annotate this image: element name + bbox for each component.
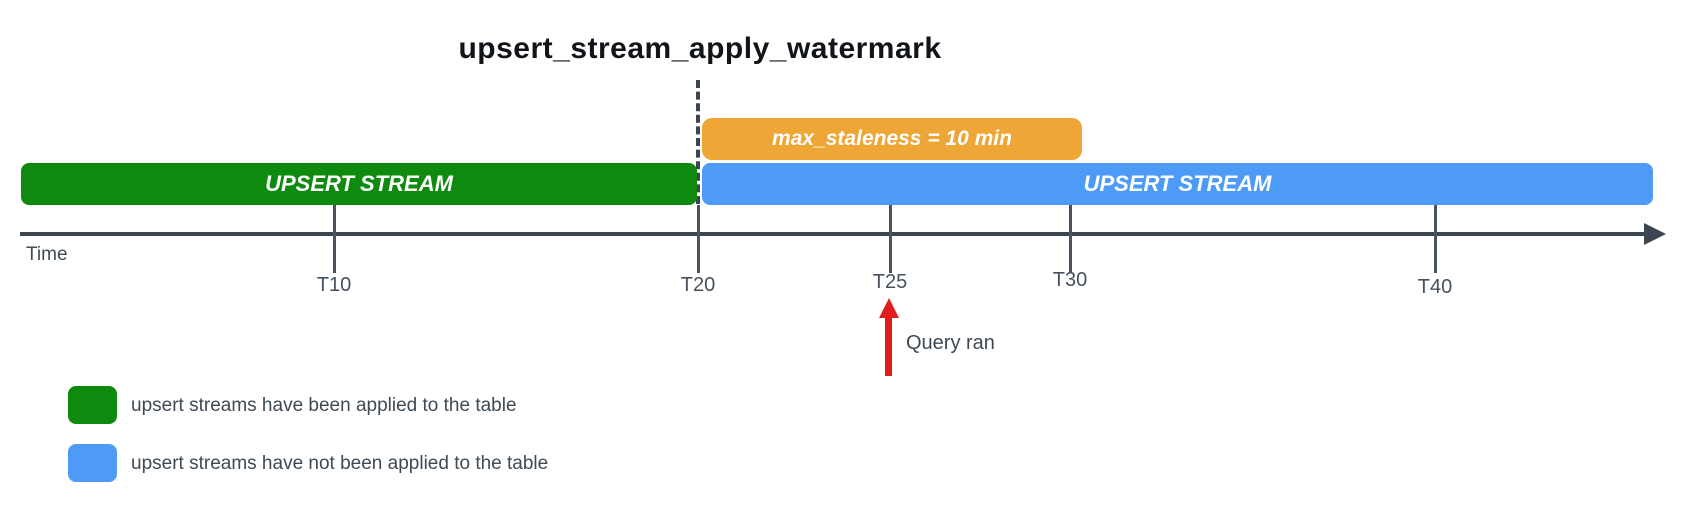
query-ran-arrow-icon: [879, 298, 899, 318]
watermark-dotted-line: [696, 80, 700, 204]
tick-mark-t25: [889, 205, 892, 273]
tick-mark-t30: [1069, 205, 1072, 273]
upsert-stream-not-applied-bar: UPSERT STREAM: [702, 163, 1653, 205]
legend-swatch-not-applied: [68, 444, 117, 482]
legend-label-not-applied: upsert streams have not been applied to …: [131, 453, 549, 474]
upsert-stream-applied-bar: UPSERT STREAM: [21, 163, 697, 205]
tick-label-t30: T30: [1052, 269, 1088, 291]
legend-swatch-applied: [68, 386, 117, 424]
diagram-title: upsert_stream_apply_watermark: [458, 32, 942, 65]
upsert-stream-not-applied-label: UPSERT STREAM: [1083, 171, 1272, 196]
max-staleness-label: max_staleness = 10 min: [772, 127, 1012, 150]
tick-label-t40: T40: [1417, 276, 1453, 298]
tick-mark-t20: [697, 205, 700, 273]
upsert-stream-applied-label: UPSERT STREAM: [265, 171, 453, 196]
time-axis-line: [20, 232, 1648, 236]
tick-label-t25: T25: [872, 271, 908, 293]
max-staleness-bar: max_staleness = 10 min: [702, 118, 1082, 160]
tick-label-t10: T10: [316, 274, 352, 296]
legend-label-applied: upsert streams have been applied to the …: [131, 395, 517, 416]
query-ran-label: Query ran: [906, 332, 995, 354]
tick-mark-t10: [333, 205, 336, 273]
tick-mark-t40: [1434, 205, 1437, 273]
time-axis-label: Time: [26, 244, 68, 265]
tick-label-t20: T20: [680, 274, 716, 296]
time-axis-arrowhead-icon: [1644, 223, 1666, 245]
query-ran-arrow-shaft: [885, 316, 892, 376]
